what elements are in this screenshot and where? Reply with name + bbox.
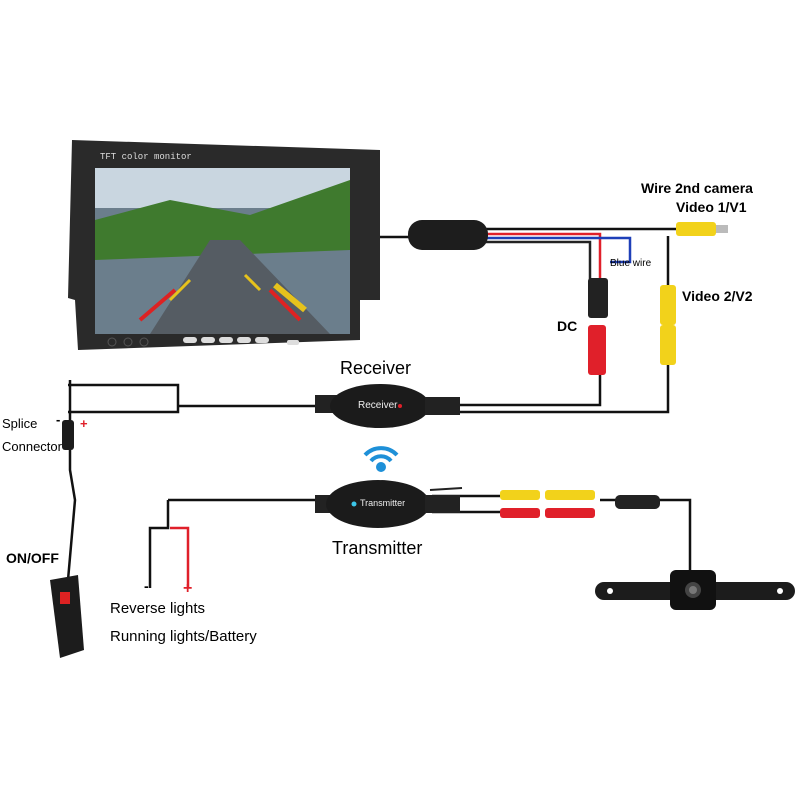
transmitter-rca-cables [500, 490, 660, 518]
monitor-brand-text: TFT color monitor [100, 152, 192, 162]
cigarette-lighter-plug [50, 420, 84, 658]
dc-label: DC [557, 318, 578, 334]
splice-minus: - [56, 412, 61, 427]
plus-label: + [183, 580, 193, 597]
monitor-cable-junction [408, 220, 488, 250]
video1-label: Video 1/V1 [676, 199, 747, 215]
video2-label: Video 2/V2 [682, 288, 753, 304]
receiver-device [315, 384, 460, 428]
dc-connector [588, 278, 608, 318]
transmitter-device-text: Transmitter [360, 498, 406, 508]
splice-label: Splice [2, 416, 38, 431]
receiver-title: Receiver [340, 358, 412, 378]
wire-2nd-camera-label: Wire 2nd camera [641, 180, 753, 196]
minus-label: - [144, 578, 149, 594]
transmitter-device [315, 480, 463, 528]
monitor [68, 140, 380, 350]
blue-wire-label: Blue wire [610, 258, 652, 269]
transmitter-title: Transmitter [332, 538, 423, 558]
video1-rca-connector [676, 222, 716, 236]
reverse-lights-label: Reverse lights [110, 600, 206, 617]
receiver-device-text: Receiver [358, 400, 398, 411]
splice-plus: + [80, 416, 88, 431]
license-plate-camera [595, 570, 795, 610]
wifi-icon [363, 446, 399, 472]
connector-label: Connector [2, 439, 62, 454]
on-off-label: ON/OFF [6, 550, 59, 566]
running-lights-label: Running lights/Battery [110, 628, 257, 645]
colored-wires [170, 232, 670, 588]
video2-rca-connector [660, 285, 676, 325]
